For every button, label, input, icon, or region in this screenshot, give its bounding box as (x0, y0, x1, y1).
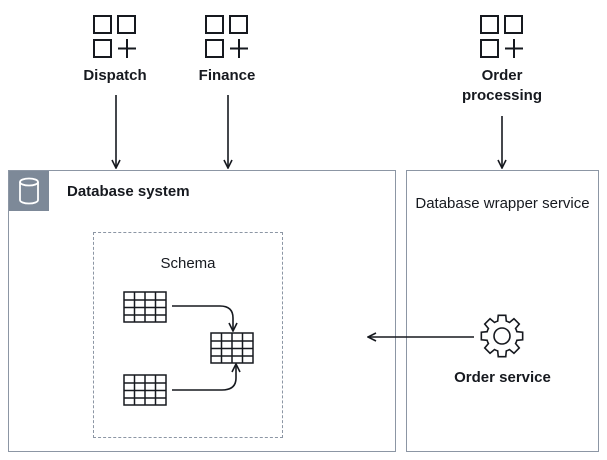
schema-group: Schema (93, 232, 283, 438)
dispatch-label: Dispatch (83, 67, 147, 84)
table-icon (210, 332, 254, 364)
table-icon (123, 291, 167, 323)
application-icon (205, 15, 248, 58)
dispatch-app: Dispatch (70, 14, 160, 86)
schema-title: Schema (160, 255, 216, 272)
table-bottom-to-target-arrow (172, 364, 236, 391)
database-icon (19, 177, 39, 205)
gear-icon (480, 314, 524, 358)
order-processing-label: Order processing (461, 67, 543, 104)
order-service-label: Order service (454, 369, 551, 386)
order-processing-app: Order processing (447, 14, 557, 106)
application-icon (480, 15, 523, 58)
finance-label: Finance (198, 67, 256, 84)
database-system-group: Database system (8, 170, 396, 452)
finance-app: Finance (182, 14, 272, 86)
database-system-title: Database system (67, 183, 190, 200)
table-top-to-target-arrow (172, 305, 233, 331)
table-icon (123, 374, 167, 406)
wrapper-service-title: Database wrapper service (415, 195, 590, 212)
database-badge (9, 171, 49, 211)
application-icon (93, 15, 136, 58)
database-wrapper-service-group: Database wrapper service Order service (406, 170, 599, 452)
